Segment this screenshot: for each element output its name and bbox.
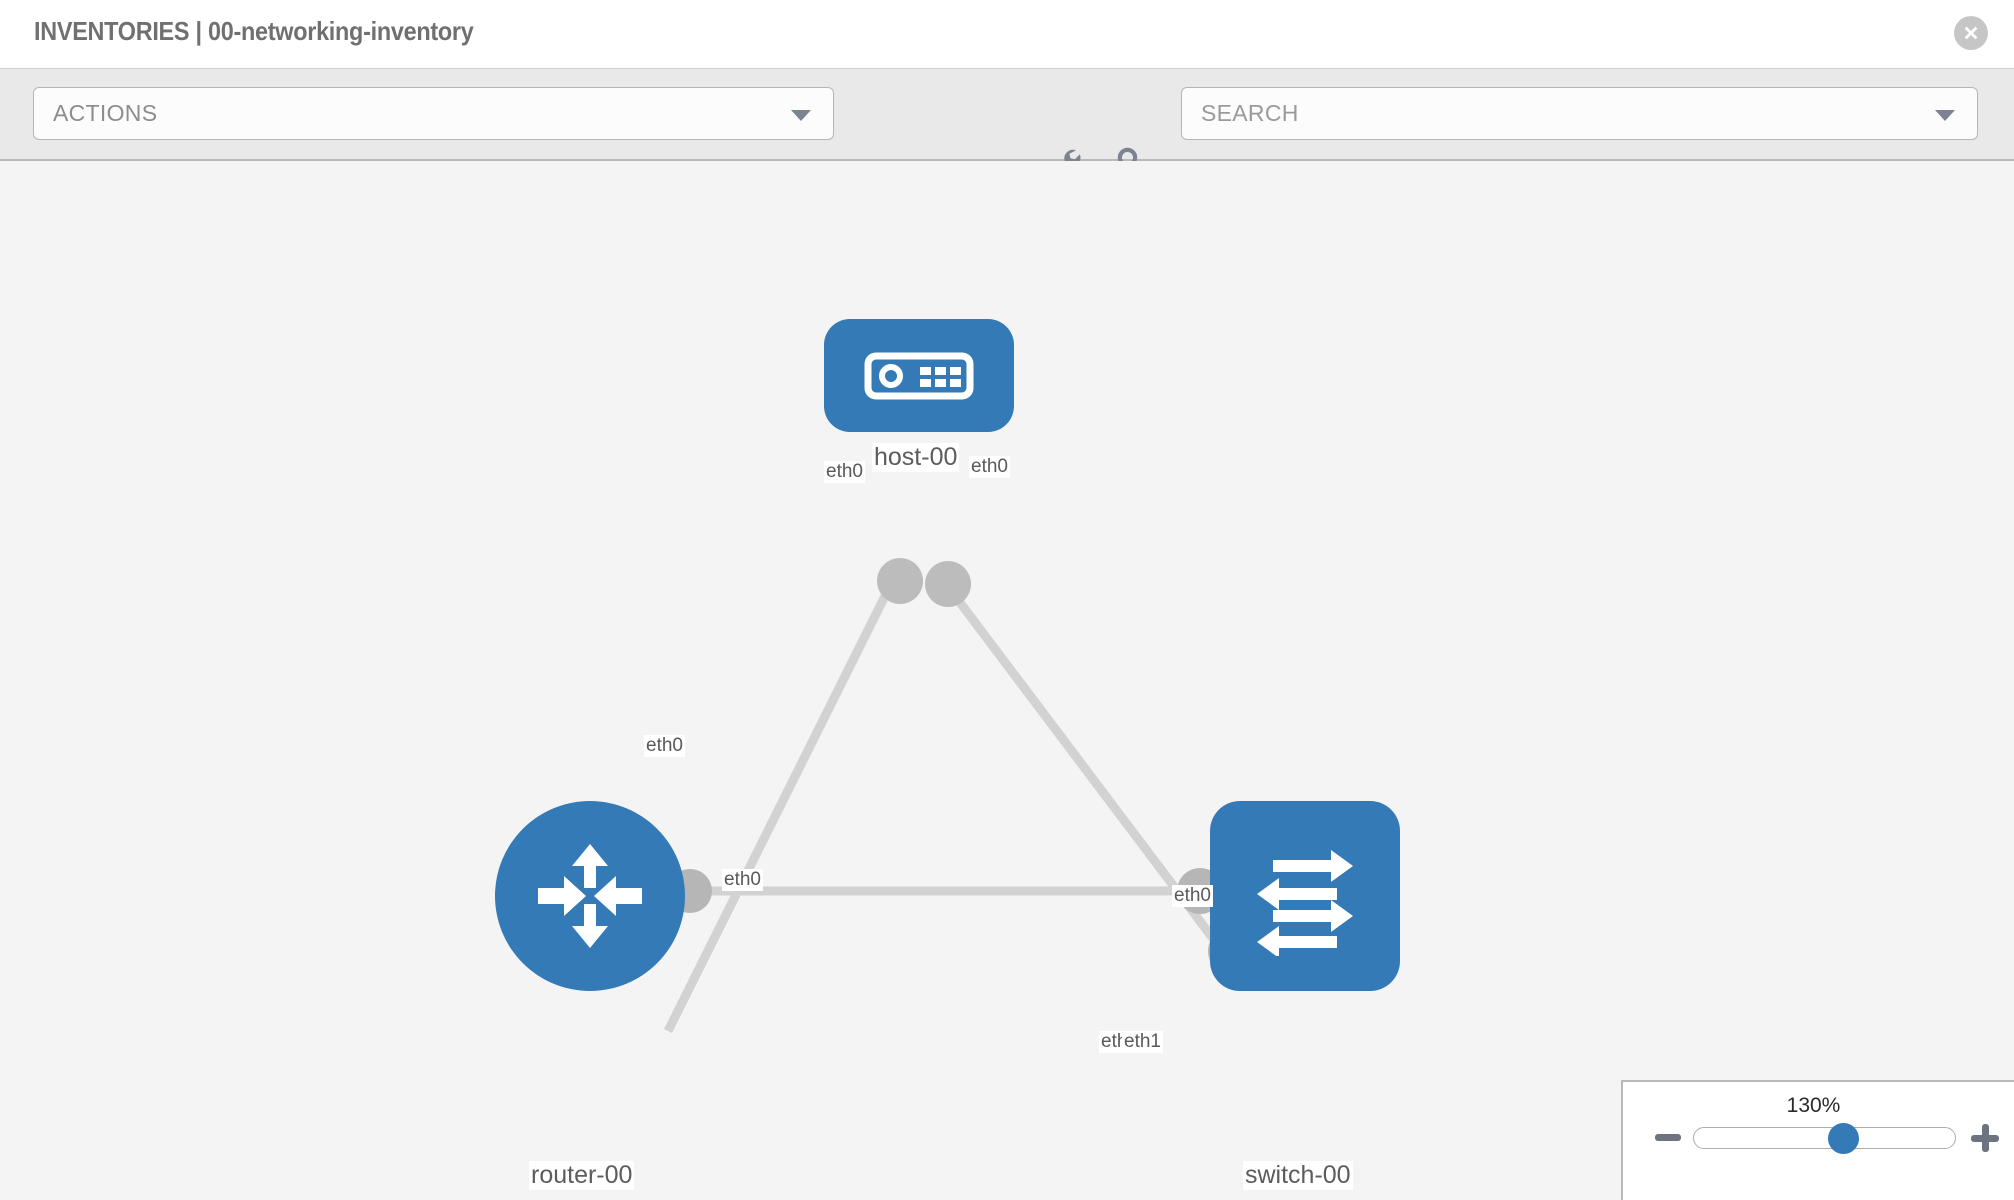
close-icon[interactable]	[1954, 16, 1988, 50]
port-label-router-right: eth0	[722, 869, 763, 891]
node-label-host-00: host-00	[872, 443, 960, 472]
node-host-00[interactable]	[824, 319, 1014, 432]
zoom-percent-label: 130%	[1786, 1094, 1841, 1117]
router-four-arrows-icon	[530, 836, 650, 956]
switch-arrows-icon	[1245, 836, 1365, 956]
chevron-down-icon	[1935, 109, 1955, 121]
port-label-switch-up: eth0	[1172, 885, 1213, 907]
port-label-host-right: eth0	[969, 456, 1010, 478]
chevron-down-icon	[791, 109, 811, 121]
search-input-placeholder: SEARCH	[1201, 100, 1299, 126]
zoom-out-button[interactable]	[1655, 1134, 1681, 1141]
graph-edges	[663, 573, 1234, 1034]
topology-graph	[663, 558, 1258, 1034]
actions-dropdown[interactable]: ACTIONS	[33, 87, 834, 140]
actions-dropdown-label: ACTIONS	[53, 100, 158, 126]
node-label-switch-00: switch-00	[1243, 1161, 1353, 1190]
port-label-switch-left: eth1	[1122, 1031, 1163, 1053]
port-label-switch-left-overlap: eth	[1099, 1031, 1130, 1053]
node-router-00[interactable]	[495, 801, 685, 991]
connector-host-left	[877, 558, 923, 604]
page-header: INVENTORIES | 00-networking-inventory	[0, 0, 2014, 68]
node-switch-00[interactable]	[1210, 801, 1400, 991]
graph-connectors	[668, 558, 1258, 976]
topology-canvas[interactable]: host-00 eth0 eth0 router-00 eth0 eth0	[0, 161, 2014, 1200]
port-label-host-left: eth0	[824, 461, 865, 483]
page-title: INVENTORIES | 00-networking-inventory	[34, 16, 474, 46]
edge-host-router	[663, 573, 900, 1034]
toolbar: ACTIONS SEARCH	[0, 68, 2014, 177]
server-appliance-icon	[864, 348, 974, 404]
port-label-router-up: eth0	[644, 735, 685, 757]
node-label-router-00: router-00	[529, 1161, 635, 1190]
zoom-slider-thumb[interactable]	[1827, 1123, 1859, 1154]
zoom-control: 130%	[1621, 1080, 2014, 1200]
search-dropdown[interactable]: SEARCH	[1181, 87, 1978, 140]
connector-host-right	[925, 561, 971, 607]
zoom-in-button[interactable]	[1971, 1124, 1999, 1152]
zoom-slider[interactable]	[1693, 1123, 1956, 1154]
